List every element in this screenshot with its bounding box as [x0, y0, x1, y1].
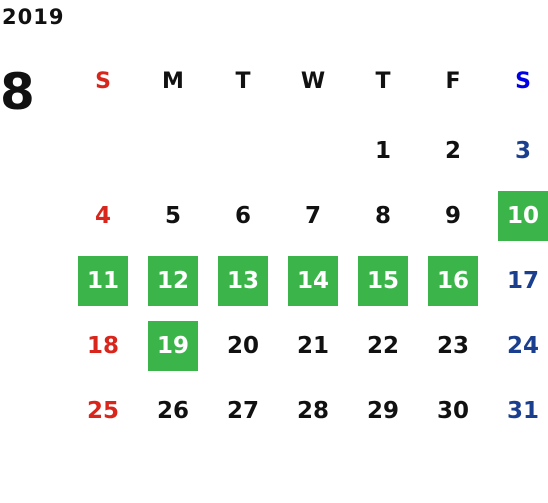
day-cell[interactable]: 3 — [514, 138, 531, 164]
month-label: 8 — [0, 63, 35, 121]
weekday-thursday: T — [375, 69, 391, 94]
day-cell[interactable]: 17 — [506, 268, 539, 294]
day-cell[interactable]: 13 — [218, 256, 268, 306]
day-cell[interactable]: 10 — [498, 191, 548, 241]
day-cell[interactable]: 24 — [506, 333, 539, 359]
day-cell[interactable]: 2 — [444, 138, 461, 164]
day-cell[interactable]: 15 — [358, 256, 408, 306]
day-cell[interactable]: 18 — [86, 333, 119, 359]
day-cell[interactable]: 27 — [226, 398, 259, 424]
day-cell[interactable]: 7 — [304, 203, 321, 229]
day-cell[interactable]: 28 — [296, 398, 329, 424]
weekday-friday: F — [445, 69, 461, 94]
day-cell[interactable]: 22 — [366, 333, 399, 359]
day-cell[interactable]: 5 — [164, 203, 181, 229]
day-cell[interactable]: 23 — [436, 333, 469, 359]
weekday-sunday: S — [95, 69, 111, 94]
day-cell[interactable]: 8 — [374, 203, 391, 229]
day-cell[interactable]: 1 — [374, 138, 391, 164]
weekday-saturday: S — [515, 69, 531, 94]
day-cell[interactable]: 26 — [156, 398, 189, 424]
year-label: 2019 — [2, 5, 65, 29]
day-cell[interactable]: 29 — [366, 398, 399, 424]
day-cell[interactable]: 19 — [148, 321, 198, 371]
day-cell[interactable]: 20 — [226, 333, 259, 359]
day-cell[interactable]: 31 — [506, 398, 539, 424]
day-cell[interactable]: 9 — [444, 203, 461, 229]
weekday-wednesday: W — [300, 69, 326, 94]
day-cell[interactable]: 30 — [436, 398, 469, 424]
day-cell[interactable]: 12 — [148, 256, 198, 306]
day-cell[interactable]: 14 — [288, 256, 338, 306]
weekday-monday: M — [162, 69, 184, 94]
day-cell[interactable]: 21 — [296, 333, 329, 359]
day-cell[interactable]: 25 — [86, 398, 119, 424]
day-cell[interactable]: 11 — [78, 256, 128, 306]
day-cell[interactable]: 4 — [94, 203, 111, 229]
day-cell[interactable]: 16 — [428, 256, 478, 306]
day-cell[interactable]: 6 — [234, 203, 251, 229]
weekday-tuesday: T — [235, 69, 251, 94]
